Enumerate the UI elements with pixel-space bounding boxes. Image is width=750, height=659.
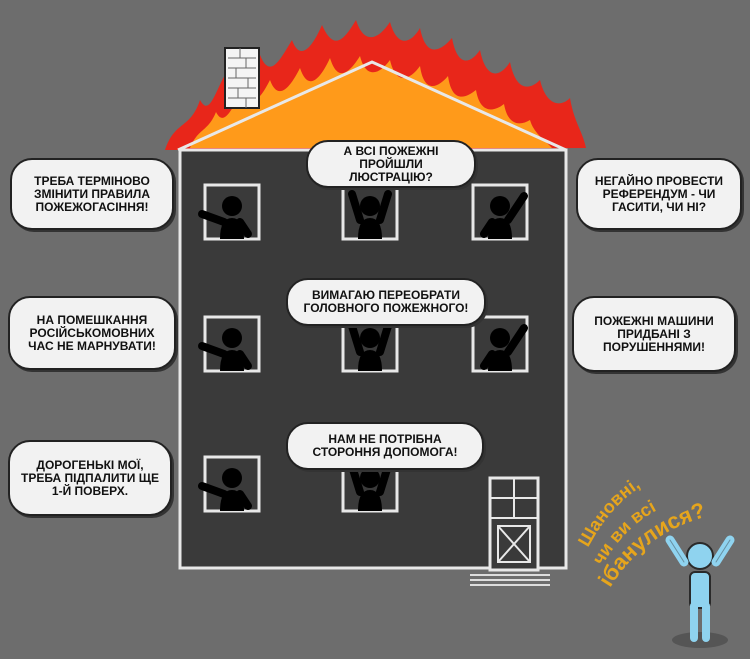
person-silhouette-icon [198, 196, 252, 239]
speech-bubble-left-top: Треба терміново змінити правила пожежога… [10, 158, 174, 230]
person-silhouette-icon [480, 192, 528, 239]
person-silhouette-icon [348, 190, 392, 239]
person-silhouette-icon [198, 468, 252, 511]
window-r1-c3 [471, 183, 529, 241]
roof-flames [165, 20, 586, 150]
speech-bubble-center-bottom: Нам не потрібна стороння допомога! [286, 422, 484, 470]
speech-bubble-center-mid: Вимагаю переобрати головного пожежного! [286, 278, 486, 326]
speech-bubble-right-mid: Пожежні машини придбані з порушеннями! [572, 296, 736, 372]
door [488, 476, 540, 572]
blue-person-figure [665, 535, 735, 648]
chimney [224, 47, 260, 109]
person-silhouette-icon [348, 462, 392, 511]
window-r2-c3 [471, 315, 529, 373]
speech-bubble-center-top: А всі пожежні пройшли люстрацію? [306, 140, 476, 188]
person-silhouette-icon [480, 324, 528, 371]
window-r3-c1 [198, 455, 261, 513]
speech-bubble-left-mid: На помешкання російськомовних час не мар… [8, 296, 176, 370]
speech-bubble-right-top: Негайно провести референдум - чи гасити,… [576, 158, 742, 230]
window-r2-c1 [198, 315, 261, 373]
person-silhouette-icon [198, 328, 252, 371]
window-r1-c1 [198, 183, 261, 241]
roof-outline [177, 60, 567, 152]
person-silhouette-icon [348, 322, 392, 371]
speech-bubble-left-bottom: Дорогенькі мої, треба підпалити ще 1-й п… [8, 440, 172, 516]
window-r1-c2 [341, 183, 399, 241]
steps [470, 574, 550, 586]
